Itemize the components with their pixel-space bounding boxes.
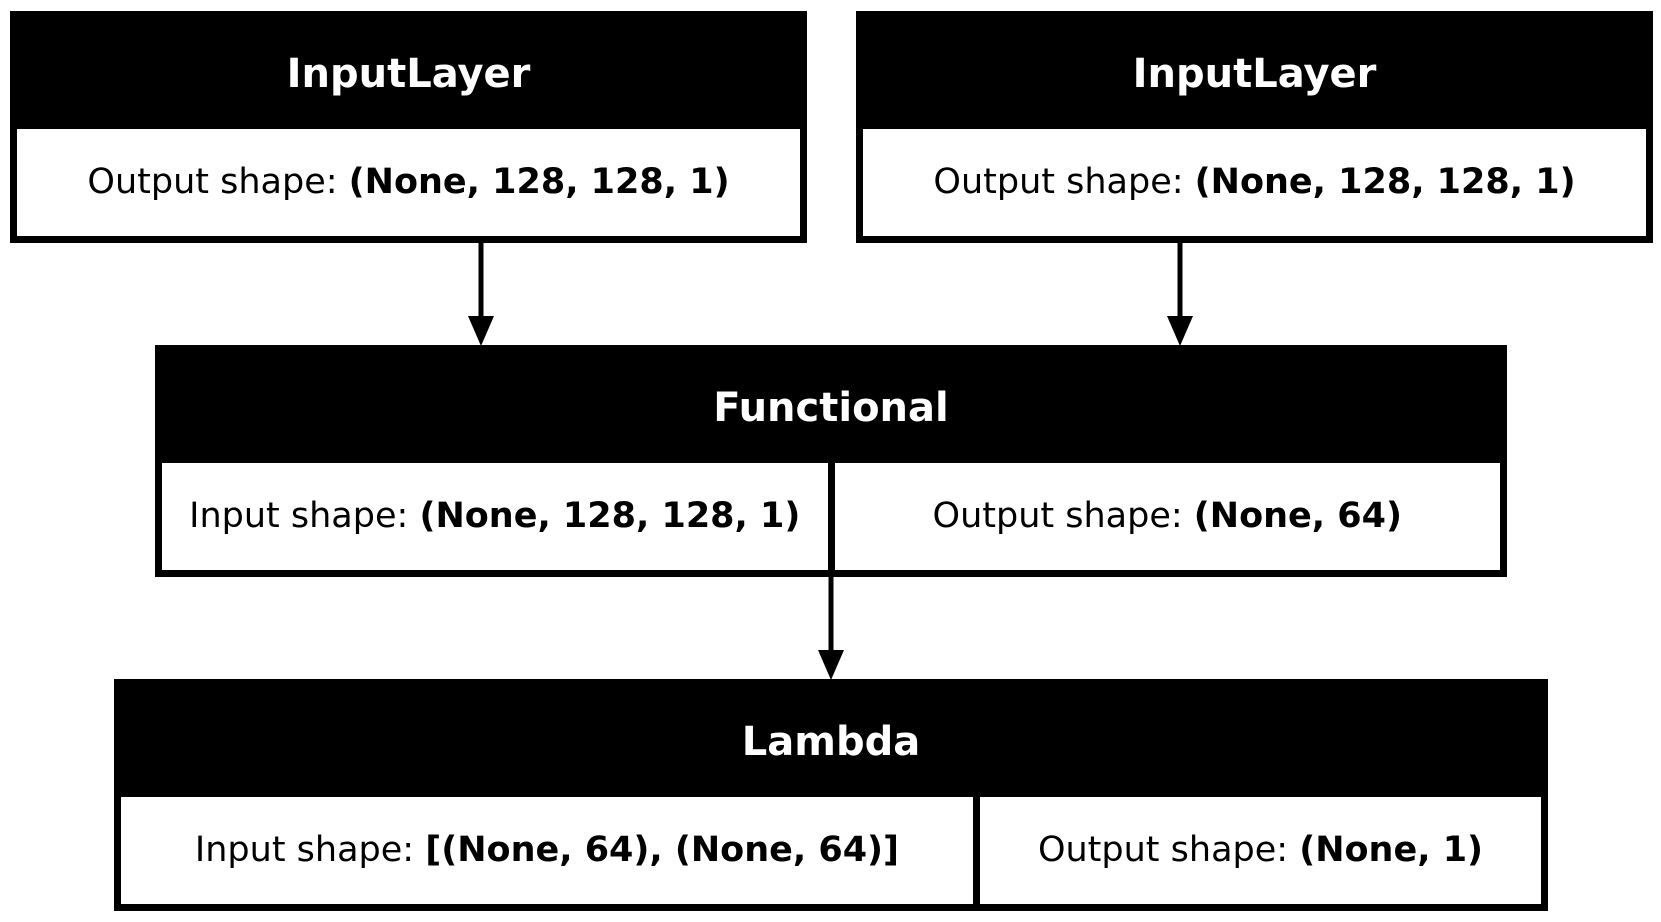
edge-inputlayer-1-to-functional	[468, 242, 494, 346]
node-inputlayer-1[interactable]: InputLayer Output shape: (None, 128, 128…	[10, 11, 807, 243]
node-functional[interactable]: Functional Input shape: (None, 128, 128,…	[155, 345, 1507, 577]
node-shape-row: Output shape: (None, 128, 128, 1)	[17, 129, 800, 236]
output-shape-value: (None, 1)	[1299, 830, 1484, 870]
node-title: Lambda	[741, 718, 921, 765]
input-shape-label: Input shape:	[189, 496, 409, 536]
arrowhead-icon	[468, 316, 494, 346]
node-title: Functional	[713, 384, 949, 431]
node-inputlayer-2[interactable]: InputLayer Output shape: (None, 128, 128…	[856, 11, 1653, 243]
output-shape-label: Output shape:	[1037, 830, 1289, 870]
input-shape-label: Input shape:	[194, 830, 415, 870]
node-shape-row: Input shape: [(None, 64), (None, 64)] Ou…	[121, 797, 1541, 904]
output-shape-value: (None, 64)	[1193, 496, 1402, 536]
output-shape-cell: Output shape: (None, 128, 128, 1)	[863, 129, 1646, 236]
node-shape-row: Input shape: (None, 128, 128, 1) Output …	[162, 463, 1500, 570]
output-shape-value: (None, 128, 128, 1)	[348, 162, 730, 202]
edge-functional-to-lambda	[818, 576, 844, 680]
output-shape-cell: Output shape: (None, 128, 128, 1)	[17, 129, 800, 236]
output-shape-value: (None, 128, 128, 1)	[1194, 162, 1576, 202]
output-shape-cell: Output shape: (None, 1)	[980, 797, 1541, 904]
output-shape-label: Output shape:	[87, 162, 338, 202]
input-shape-cell: Input shape: [(None, 64), (None, 64)]	[121, 797, 973, 904]
input-shape-value: (None, 128, 128, 1)	[419, 496, 801, 536]
output-shape-label: Output shape:	[933, 162, 1184, 202]
node-lambda[interactable]: Lambda Input shape: [(None, 64), (None, …	[114, 679, 1548, 911]
node-title: InputLayer	[1132, 50, 1377, 97]
output-shape-label: Output shape:	[932, 496, 1183, 536]
node-title: InputLayer	[286, 50, 531, 97]
output-shape-cell: Output shape: (None, 64)	[834, 463, 1500, 570]
arrowhead-icon	[818, 650, 844, 680]
arrowhead-icon	[1167, 316, 1193, 346]
edge-inputlayer-2-to-functional	[1167, 242, 1193, 346]
input-shape-value: [(None, 64), (None, 64)]	[425, 830, 900, 870]
input-shape-cell: Input shape: (None, 128, 128, 1)	[162, 463, 828, 570]
node-shape-row: Output shape: (None, 128, 128, 1)	[863, 129, 1646, 236]
